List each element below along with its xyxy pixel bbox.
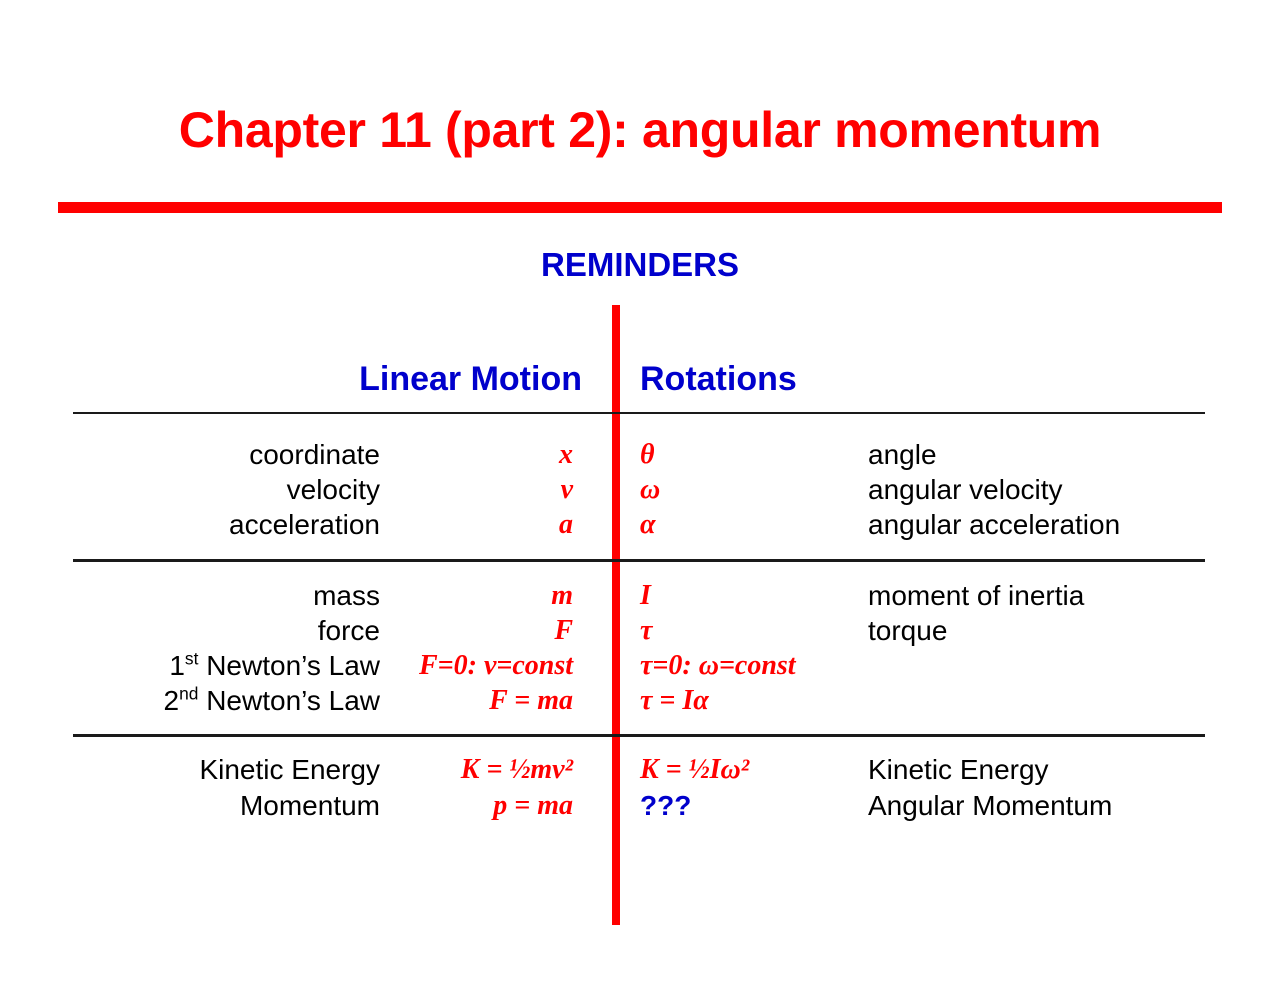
rotational-symbol: θ bbox=[640, 439, 655, 470]
rotational-symbol: α bbox=[640, 509, 656, 540]
law-text: Newton’s Law bbox=[198, 650, 380, 681]
rotational-label: moment of inertia bbox=[868, 580, 1085, 611]
ordinal-suffix: nd bbox=[179, 683, 199, 704]
table-block-dynamics: mass m I moment of inertia force F τ tor… bbox=[0, 578, 1280, 718]
table-row: Kinetic Energy K = ½mv² K = ½Iω² Kinetic… bbox=[0, 752, 1280, 788]
linear-symbol: x bbox=[559, 439, 573, 470]
rotational-label: Angular Momentum bbox=[868, 790, 1113, 821]
vertical-divider bbox=[612, 305, 620, 925]
linear-label: Kinetic Energy bbox=[199, 754, 380, 785]
linear-symbol: p = ma bbox=[493, 790, 573, 821]
linear-symbol: F=0: v=const bbox=[418, 650, 573, 681]
rotational-symbol: τ bbox=[640, 615, 653, 646]
linear-label: coordinate bbox=[249, 439, 380, 470]
table-row: velocity v ω angular velocity bbox=[0, 472, 1280, 507]
rotational-label: torque bbox=[868, 615, 948, 646]
column-header-linear-motion: Linear Motion bbox=[359, 360, 582, 398]
page-title: Chapter 11 (part 2): angular momentum bbox=[178, 102, 1102, 158]
linear-symbol: a bbox=[559, 509, 573, 540]
linear-label: 1st Newton’s Law bbox=[0, 648, 380, 683]
table-row: Momentum p = ma ??? Angular Momentum bbox=[0, 788, 1280, 824]
linear-symbol: v bbox=[560, 474, 573, 505]
linear-label: 2nd Newton’s Law bbox=[0, 683, 380, 718]
column-header-rotations: Rotations bbox=[640, 360, 797, 398]
table-row: mass m I moment of inertia bbox=[0, 578, 1280, 613]
linear-symbol: F = ma bbox=[489, 685, 573, 716]
linear-label: mass bbox=[313, 580, 380, 611]
title-underline-rule bbox=[58, 202, 1222, 213]
table-rule-bottom bbox=[73, 734, 1205, 737]
table-row: 1st Newton’s Law F=0: v=const τ=0: ω=con… bbox=[0, 648, 1280, 683]
rotational-symbol: K = ½Iω² bbox=[640, 754, 750, 785]
linear-label: force bbox=[317, 615, 380, 646]
rotational-symbol: I bbox=[640, 580, 651, 611]
rotational-label: angle bbox=[868, 439, 937, 470]
section-heading-reminders: REMINDERS bbox=[540, 246, 740, 283]
ordinal-number: 2 bbox=[163, 685, 180, 716]
law-text: Newton’s Law bbox=[198, 685, 380, 716]
rotational-symbol: τ = Iα bbox=[640, 685, 709, 716]
rotational-symbol: τ=0: ω=const bbox=[640, 650, 796, 681]
table-row: coordinate x θ angle bbox=[0, 437, 1280, 472]
linear-symbol: m bbox=[551, 580, 573, 611]
rotational-label: angular velocity bbox=[868, 474, 1063, 505]
rotational-label: Kinetic Energy bbox=[868, 754, 1049, 785]
linear-label: acceleration bbox=[229, 509, 380, 540]
table-rule-top bbox=[73, 412, 1205, 414]
table-rule-middle bbox=[73, 559, 1205, 562]
rotational-label: angular acceleration bbox=[868, 509, 1121, 540]
linear-label: Momentum bbox=[239, 790, 380, 821]
table-row: 2nd Newton’s Law F = ma τ = Iα bbox=[0, 683, 1280, 718]
ordinal-suffix: st bbox=[184, 648, 199, 669]
rotational-symbol: ω bbox=[640, 474, 661, 505]
ordinal-number: 1 bbox=[169, 650, 185, 681]
table-row: acceleration a α angular acceleration bbox=[0, 507, 1280, 542]
table-row: force F τ torque bbox=[0, 613, 1280, 648]
table-block-kinematics: coordinate x θ angle velocity v ω angula… bbox=[0, 437, 1280, 542]
linear-symbol: F bbox=[554, 615, 573, 646]
rotational-symbol-unknown: ??? bbox=[640, 790, 692, 821]
linear-symbol: K = ½mv² bbox=[460, 754, 573, 785]
table-block-energy-momentum: Kinetic Energy K = ½mv² K = ½Iω² Kinetic… bbox=[0, 752, 1280, 824]
linear-label: velocity bbox=[286, 474, 380, 505]
